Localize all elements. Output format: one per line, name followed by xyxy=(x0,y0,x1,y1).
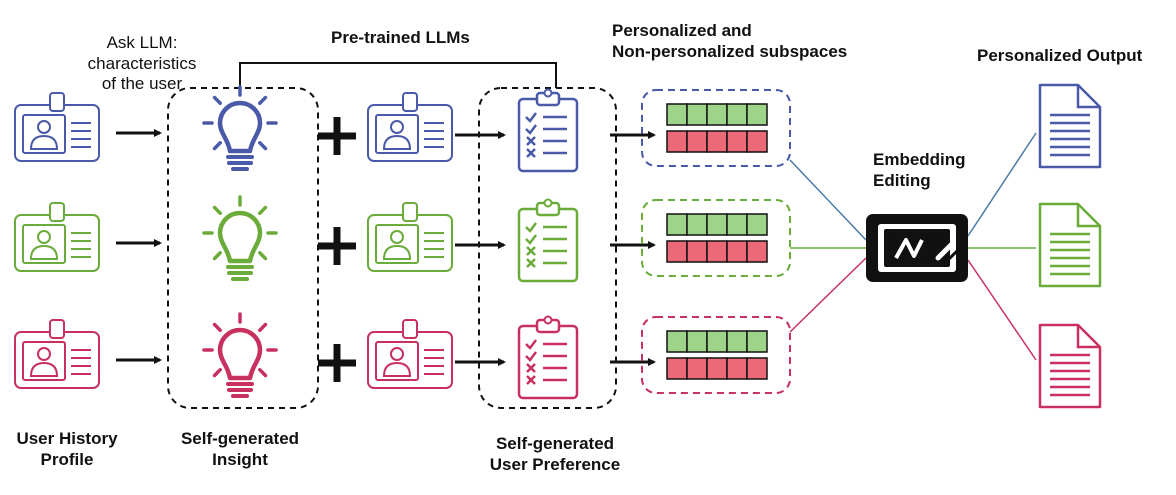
id-card-icon xyxy=(367,319,453,389)
documents-layer xyxy=(1038,83,1102,409)
ask-llm-line3: of the user xyxy=(101,74,183,94)
embedding-editing-line1: Embedding xyxy=(873,150,966,169)
nonpersonalized-cell xyxy=(746,357,768,380)
ask-llm-label: Ask LLM: characteristics of the user xyxy=(62,33,222,95)
self-preference-line1: Self-generated xyxy=(495,434,615,453)
subspace-box xyxy=(641,89,791,167)
document-icon xyxy=(1038,202,1102,288)
nonpersonalized-cell xyxy=(726,240,748,263)
nonpersonalized-cell xyxy=(686,240,708,263)
subspaces-label: Personalized and Non-personalized subspa… xyxy=(612,20,847,63)
personalized-cell xyxy=(686,103,708,126)
connector-line xyxy=(967,132,1037,237)
subspace-box xyxy=(641,316,791,394)
nonpersonalized-cell xyxy=(706,240,728,263)
lightbulb-icon xyxy=(202,85,278,171)
pretrained-bracket xyxy=(239,62,557,88)
ask-llm-line1: Ask LLM: xyxy=(106,33,178,52)
id-card-icon xyxy=(14,92,100,162)
nonpersonalized-cell xyxy=(666,357,688,380)
nonpersonalized-cell xyxy=(706,357,728,380)
personalized-cell xyxy=(746,103,768,126)
personalized-cell xyxy=(746,330,768,353)
nonpersonalized-cell xyxy=(726,130,748,153)
embedding-editing-line2: Editing xyxy=(873,171,931,191)
connector-line xyxy=(789,257,867,333)
subspaces-line1: Personalized and xyxy=(612,21,752,40)
user-history-label: User History Profile xyxy=(0,428,134,471)
connectors xyxy=(789,132,1037,361)
plus-icon xyxy=(318,117,356,155)
connector-line xyxy=(967,259,1037,361)
self-insight-label: Self-generated Insight xyxy=(160,428,320,471)
plus-icon xyxy=(318,344,356,382)
user-history-line2: Profile xyxy=(40,450,94,470)
clipboard-checklist-icon xyxy=(517,315,579,400)
embedding-editing-label: Embedding Editing xyxy=(873,149,966,192)
connector-line xyxy=(789,159,867,241)
plus-icon xyxy=(318,227,356,265)
personalized-cell xyxy=(666,103,688,126)
lightbulb-icon xyxy=(202,195,278,281)
personalized-cell xyxy=(726,213,748,236)
insight-group-box xyxy=(167,87,319,409)
personalized-cell xyxy=(666,213,688,236)
id-card-icon xyxy=(14,202,100,272)
id-card-icon xyxy=(14,319,100,389)
personalized-cell xyxy=(706,213,728,236)
nonpersonalized-cell xyxy=(746,130,768,153)
document-icon xyxy=(1038,83,1102,169)
personalized-cell xyxy=(746,213,768,236)
document-icon xyxy=(1038,323,1102,409)
self-preference-label: Self-generated User Preference xyxy=(470,433,640,476)
personalized-cell xyxy=(726,330,748,353)
personalized-cell xyxy=(726,103,748,126)
rows-layer xyxy=(14,85,791,400)
preference-group-box xyxy=(478,87,617,409)
nonpersonalized-cell xyxy=(726,357,748,380)
pretrained-llms-label: Pre-trained LLMs xyxy=(331,28,470,47)
embedding-editing-icon xyxy=(866,214,968,282)
clipboard-checklist-icon xyxy=(517,198,579,283)
subspace-box xyxy=(641,199,791,277)
personalized-output-label: Personalized Output xyxy=(977,46,1143,65)
ask-llm-line2: characteristics xyxy=(87,53,197,73)
nonpersonalized-cell xyxy=(686,357,708,380)
self-insight-line2: Insight xyxy=(212,450,268,470)
nonpersonalized-cell xyxy=(666,240,688,263)
nonpersonalized-cell xyxy=(746,240,768,263)
personalized-cell xyxy=(706,103,728,126)
self-insight-line1: Self-generated xyxy=(180,429,300,448)
clipboard-checklist-icon xyxy=(517,88,579,173)
subspaces-line2: Non-personalized subspaces xyxy=(612,42,848,62)
id-card-icon xyxy=(367,92,453,162)
personalized-cell xyxy=(686,213,708,236)
personalized-cell xyxy=(706,330,728,353)
nonpersonalized-cell xyxy=(686,130,708,153)
lightbulb-icon xyxy=(202,312,278,398)
personalized-cell xyxy=(666,330,688,353)
self-preference-line2: User Preference xyxy=(489,455,621,475)
user-history-line1: User History xyxy=(16,429,118,448)
nonpersonalized-cell xyxy=(666,130,688,153)
personalized-cell xyxy=(686,330,708,353)
id-card-icon xyxy=(367,202,453,272)
nonpersonalized-cell xyxy=(706,130,728,153)
